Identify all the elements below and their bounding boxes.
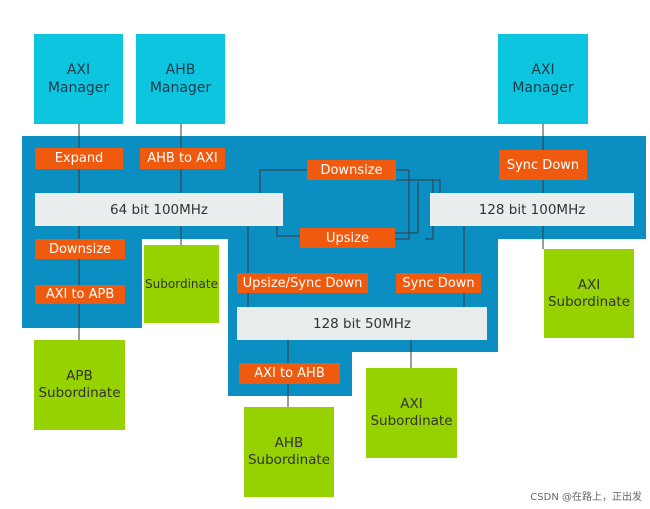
axi-to-apb-label: AXI to APB xyxy=(45,287,115,302)
downsize-mid-label: Downsize xyxy=(320,162,383,178)
axi-subordinate-right-label: AXI Subordinate xyxy=(547,276,630,310)
bus-64-label: 64 bit 100MHz xyxy=(109,201,209,218)
watermark: CSDN @在路上，正出发 xyxy=(530,492,642,503)
axi-subordinate-mid: AXI Subordinate xyxy=(366,368,457,458)
axi-manager-left-label: AXI Manager xyxy=(47,62,110,96)
sync-down-converter-right: Sync Down xyxy=(499,150,587,180)
bus-128bit-50mhz: 128 bit 50MHz xyxy=(237,307,487,340)
apb-subordinate: APB Subordinate xyxy=(34,340,125,430)
axi-to-apb-converter: AXI to APB xyxy=(35,285,125,304)
sync-down-right-label: Sync Down xyxy=(506,157,580,173)
subordinate-small: Subordinate xyxy=(144,245,219,323)
downsize-converter-mid: Downsize xyxy=(307,160,396,180)
ahb-manager: AHB Manager xyxy=(136,34,225,124)
upsize-sync-down-label: Upsize/Sync Down xyxy=(242,275,363,291)
apb-subordinate-label: APB Subordinate xyxy=(38,368,121,401)
downsize-left-label: Downsize xyxy=(48,241,112,257)
axi-manager-right: AXI Manager xyxy=(498,34,588,124)
ahb-to-axi-converter: AHB to AXI xyxy=(140,148,225,169)
ahb-subordinate: AHB Subordinate xyxy=(244,407,334,497)
axi-manager-right-label: AXI Manager xyxy=(512,62,574,96)
axi-subordinate-right: AXI Subordinate xyxy=(544,249,634,338)
axi-to-ahb-label: AXI to AHB xyxy=(254,366,325,381)
axi-to-ahb-converter: AXI to AHB xyxy=(239,363,340,384)
axi-subordinate-mid-label: AXI Subordinate xyxy=(370,396,453,429)
expand-converter: Expand xyxy=(35,148,123,169)
bus-128-100-label: 128 bit 100MHz xyxy=(478,201,586,218)
downsize-converter-left: Downsize xyxy=(35,239,125,259)
upsize-label: Upsize xyxy=(326,230,369,246)
expand-label: Expand xyxy=(54,151,104,166)
sync-down-converter-mid: Sync Down xyxy=(396,273,481,293)
sync-down-mid-label: Sync Down xyxy=(402,275,475,291)
axi-manager-left: AXI Manager xyxy=(34,34,123,124)
ahb-to-axi-label: AHB to AXI xyxy=(147,151,218,166)
ahb-subordinate-label: AHB Subordinate xyxy=(247,435,330,468)
upsize-sync-down-converter: Upsize/Sync Down xyxy=(237,273,368,293)
bus-128-50-label: 128 bit 50MHz xyxy=(312,315,412,332)
ahb-manager-label: AHB Manager xyxy=(149,62,212,96)
bus-64bit-100mhz: 64 bit 100MHz xyxy=(35,193,283,226)
upsize-converter: Upsize xyxy=(300,228,395,248)
subordinate-small-label: Subordinate xyxy=(145,276,218,291)
connection-lines xyxy=(78,124,544,407)
bus-128bit-100mhz: 128 bit 100MHz xyxy=(430,193,634,226)
